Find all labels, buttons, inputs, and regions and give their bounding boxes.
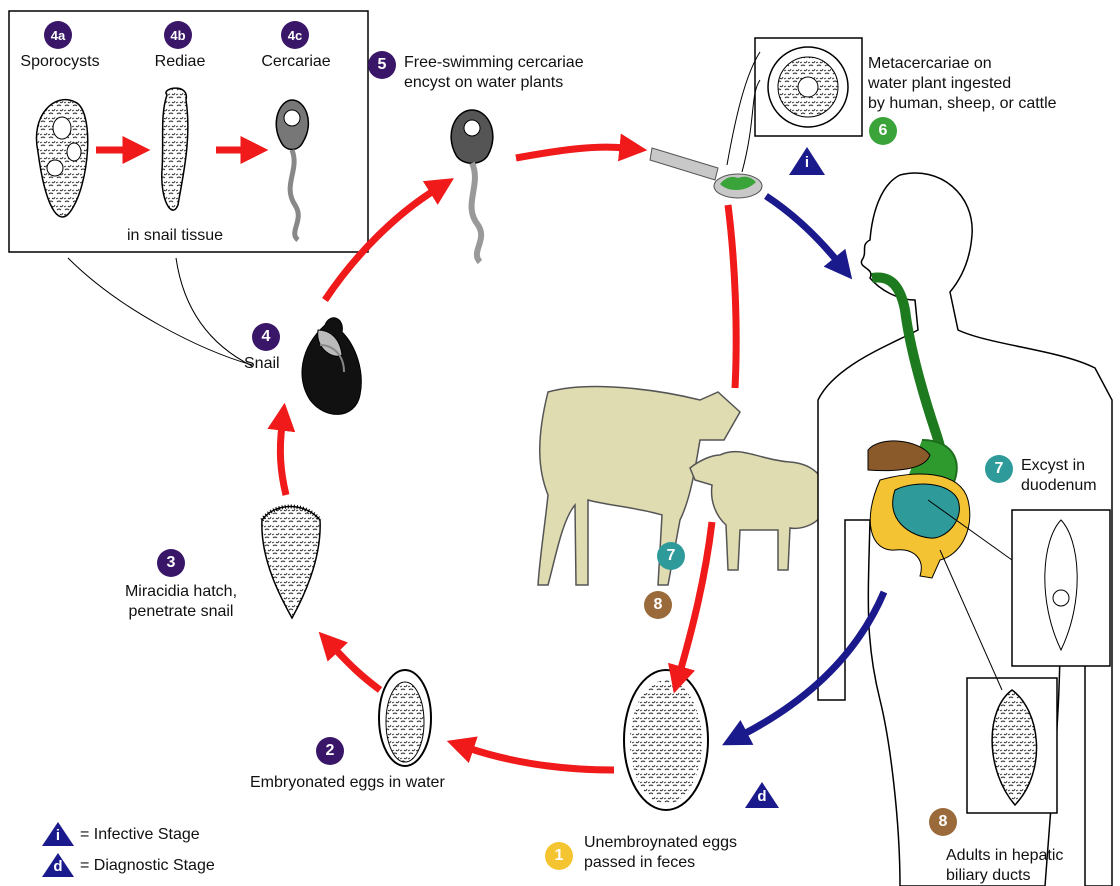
label-metacercariae: Metacercariae on water plant ingested by… [868, 54, 1118, 114]
redia-illustration [162, 88, 188, 210]
unembryonated-egg-illustration [624, 670, 708, 810]
embryonated-egg-illustration [379, 670, 431, 766]
spoon-illustration [650, 148, 762, 198]
label-rediae: Rediae [130, 52, 230, 72]
label-in-snail-tissue: in snail tissue [90, 226, 260, 246]
label-adults-biliary-ducts: Adults in hepatic biliary ducts [946, 846, 1116, 886]
diagnostic-stage-marker: d [745, 782, 779, 808]
label-snail: Snail [244, 354, 304, 374]
label-unembryonated-eggs: Unembroynated eggs passed in feces [584, 833, 794, 873]
cercaria-box-illustration [276, 100, 308, 240]
arrow-ingestion-by-human [766, 196, 838, 262]
label-sporocysts: Sporocysts [10, 52, 110, 72]
arrow-cercaria-to-plant [516, 147, 625, 158]
arrow-egg-to-miracidium [334, 648, 380, 690]
legend-diagnostic-letter: d [48, 858, 68, 875]
arrow-plant-to-animal [728, 205, 736, 388]
badge-4a: 4a [44, 21, 72, 49]
infective-stage-marker: i [789, 147, 825, 175]
label-excyst-duodenum: Excyst in duodenum [1021, 456, 1120, 496]
snail-illustration [302, 318, 361, 415]
legend-infective-letter: i [48, 827, 68, 844]
badge-8-human: 8 [929, 808, 957, 836]
badge-2: 2 [316, 737, 344, 765]
badge-6: 6 [869, 117, 897, 145]
badge-3: 3 [157, 549, 185, 577]
badge-7-animal: 7 [657, 542, 685, 570]
diagnostic-marker-letter: d [752, 788, 772, 805]
miracidium-illustration [262, 507, 320, 619]
arrow-snail-to-cercaria [325, 190, 435, 300]
free-cercaria-illustration [451, 110, 493, 262]
badge-4b: 4b [164, 21, 192, 49]
box-pointer-line-2 [176, 258, 252, 366]
arrow-human-to-eggs [742, 592, 884, 735]
label-miracidia: Miracidia hatch, penetrate snail [96, 582, 266, 622]
legend-infective-label: = Infective Stage [80, 825, 260, 845]
label-cercariae: Cercariae [243, 52, 349, 72]
legend-diagnostic-label: = Diagnostic Stage [80, 856, 260, 876]
legend-diagnostic-triangle: d [42, 853, 74, 877]
badge-4c: 4c [281, 21, 309, 49]
arrow-animal-to-eggs [680, 522, 712, 672]
badge-4: 4 [252, 323, 280, 351]
label-embryonated-eggs: Embryonated eggs in water [250, 773, 510, 793]
label-free-swimming-cercariae: Free-swimming cercariae encyst on water … [404, 53, 634, 93]
arrow-miracidium-to-snail [280, 425, 286, 495]
sporocyst-illustration [36, 100, 87, 217]
badge-5: 5 [368, 51, 396, 79]
legend-infective-triangle: i [42, 822, 74, 846]
badge-1: 1 [545, 842, 573, 870]
badge-7-human: 7 [985, 455, 1013, 483]
badge-8-animal: 8 [644, 591, 672, 619]
arrow-unembryonated-to-embryonated [468, 748, 614, 770]
infective-marker-letter: i [797, 154, 817, 171]
